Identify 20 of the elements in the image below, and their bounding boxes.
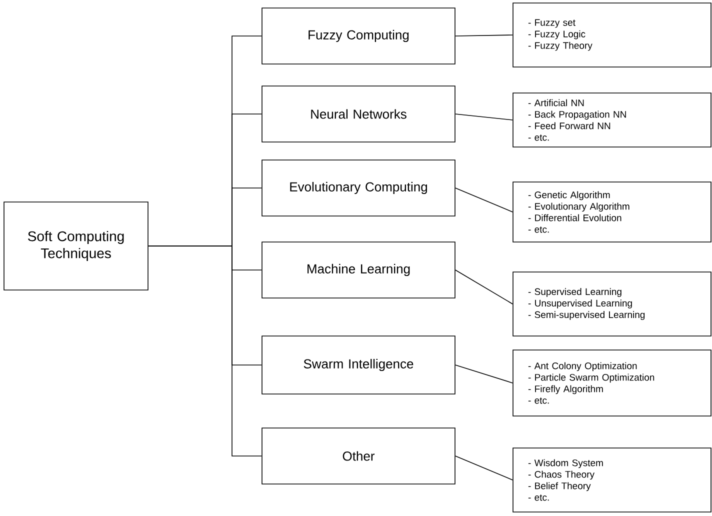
item-list-box: - Genetic Algorithm - Evolutionary Algorithm - Differential Evolution - etc.: [512, 182, 712, 242]
connector-line: [455, 456, 513, 480]
connector-line: [455, 188, 513, 212]
item-list-box: - Fuzzy set - Fuzzy Logic - Fuzzy Theory: [512, 2, 712, 68]
item-list-box: - Wisdom System - Chaos Theory - Belief Theory - etc.: [512, 448, 712, 512]
category-box: Neural Networks: [262, 86, 456, 142]
connector-line: [455, 270, 513, 304]
item-list-box: - Supervised Learning - Unsupervised Learning - Semi-supervised Learning: [512, 272, 712, 336]
category-box: Swarm Intelligence: [262, 336, 456, 394]
item-list-box: - Ant Colony Optimization - Particle Swarm Optimization - Firefly Algorithm - etc.: [512, 350, 712, 416]
category-box: Fuzzy Computing: [262, 8, 456, 64]
connector-line: [455, 364, 513, 384]
category-box: Evolutionary Computing: [262, 160, 456, 216]
category-box: Other: [262, 428, 456, 484]
connector-line: [455, 114, 513, 120]
root-box: Soft Computing Techniques: [4, 202, 148, 290]
connector-line: [148, 246, 262, 456]
category-box: Machine Learning: [262, 242, 456, 298]
connector-line: [455, 34, 513, 36]
item-list-box: - Artificial NN - Back Propagation NN - Feed Forward NN - etc.: [512, 92, 712, 148]
